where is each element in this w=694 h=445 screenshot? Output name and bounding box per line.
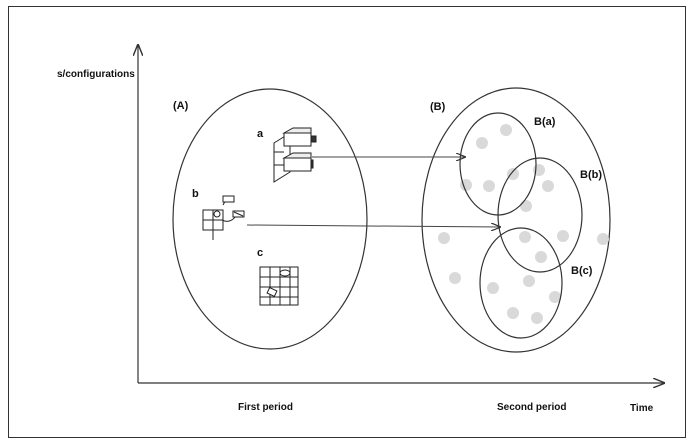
sub-ellipse-bc [479,227,563,339]
set-b-ellipse [421,87,611,353]
second-period-label: Second period [497,402,567,413]
subset-bb-label: B(b) [580,169,602,181]
item-a-label: a [257,128,264,140]
item-c-label: c [257,247,264,259]
subset-ba-label: B(a) [534,116,556,128]
arrow-b-to-bb [246,225,500,227]
y-axis-label: s/configurations [57,69,135,80]
figure-frame [8,6,686,438]
sub-ellipse-bb [497,157,583,273]
x-axis-label: Time [630,403,654,414]
configuration-dots [438,124,609,324]
subset-bc-label: B(c) [571,265,593,277]
first-period-label: First period [238,402,294,413]
set-a-label: (A) [173,100,189,112]
set-a-ellipse [172,88,368,350]
sub-ellipse-ba [459,112,537,216]
grid-layout-icon [259,266,299,306]
set-b-label: (B) [430,101,446,113]
item-b-label: b [192,188,199,200]
connector-node-icon [202,195,245,240]
modular-shelf-icon [273,127,317,183]
